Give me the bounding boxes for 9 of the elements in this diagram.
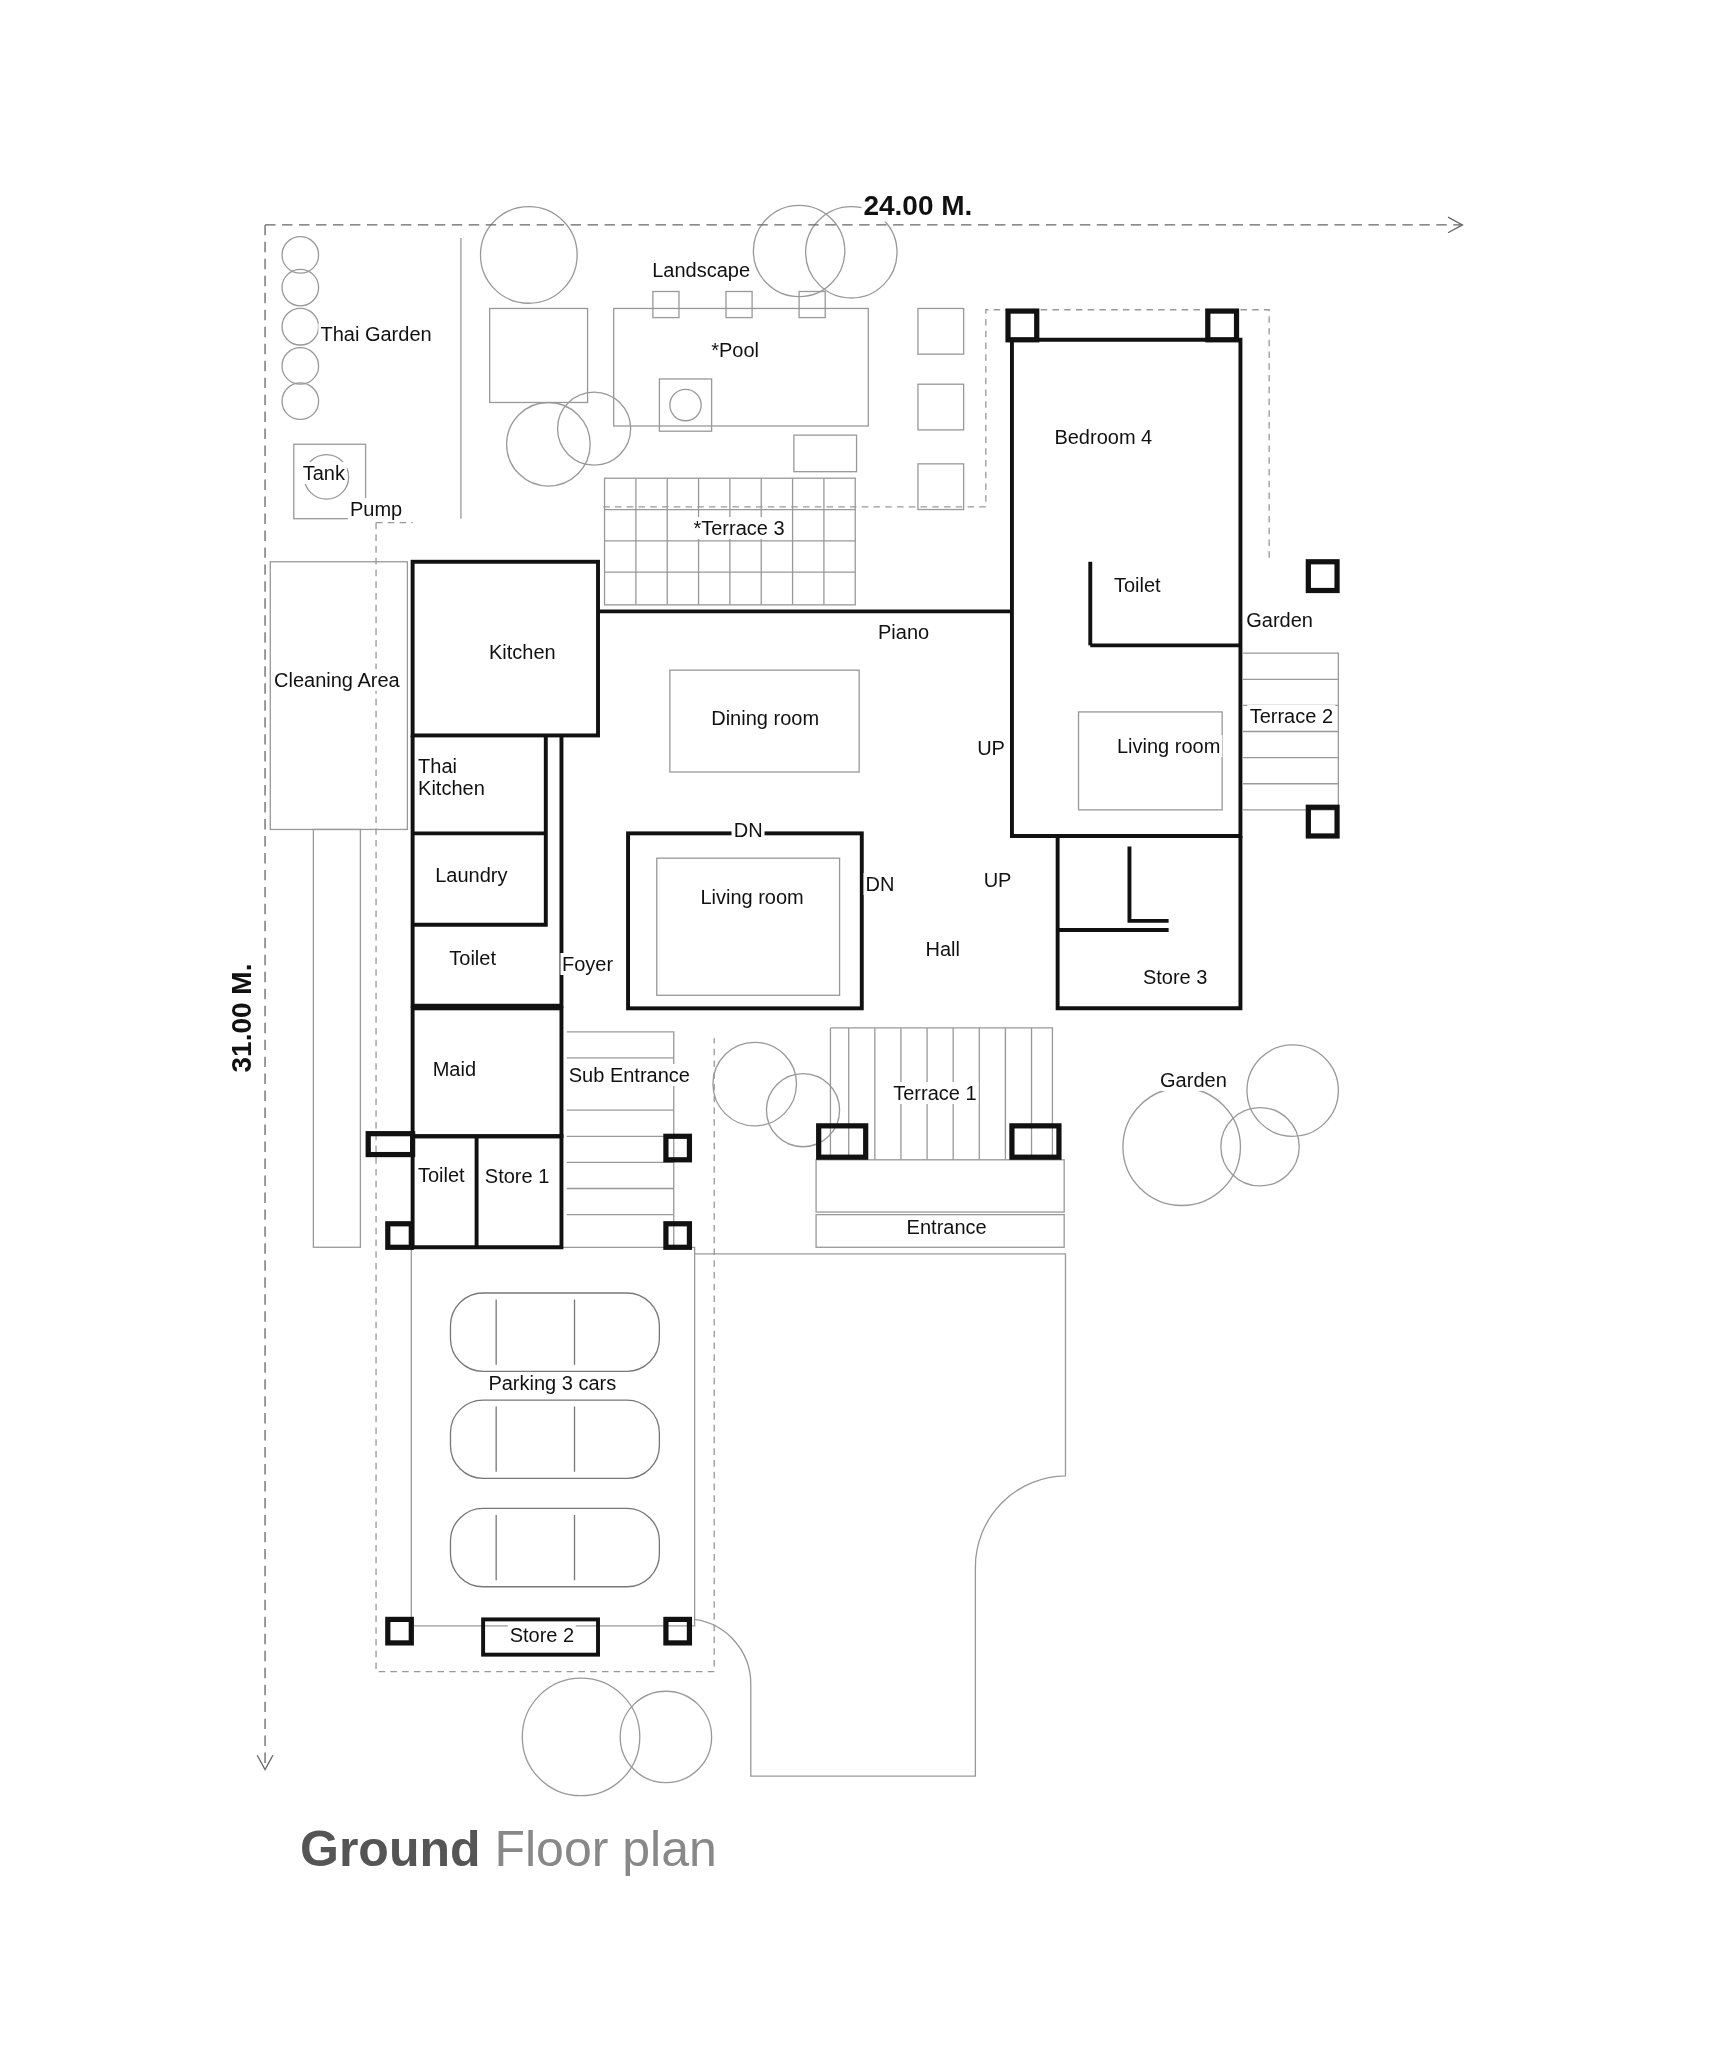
room-label: Terrace 1 <box>891 1081 979 1104</box>
plan-title: Ground Floor plan <box>300 1820 717 1878</box>
room-label: *Terrace 3 <box>691 516 787 539</box>
room-label: Sub Entrance <box>566 1063 692 1086</box>
room-label: Tank <box>300 461 347 484</box>
room-label: Foyer <box>560 952 616 975</box>
room-label: Landscape <box>650 259 753 282</box>
room-label: Pump <box>347 498 405 521</box>
room-label: Cleaning Area <box>272 669 402 692</box>
